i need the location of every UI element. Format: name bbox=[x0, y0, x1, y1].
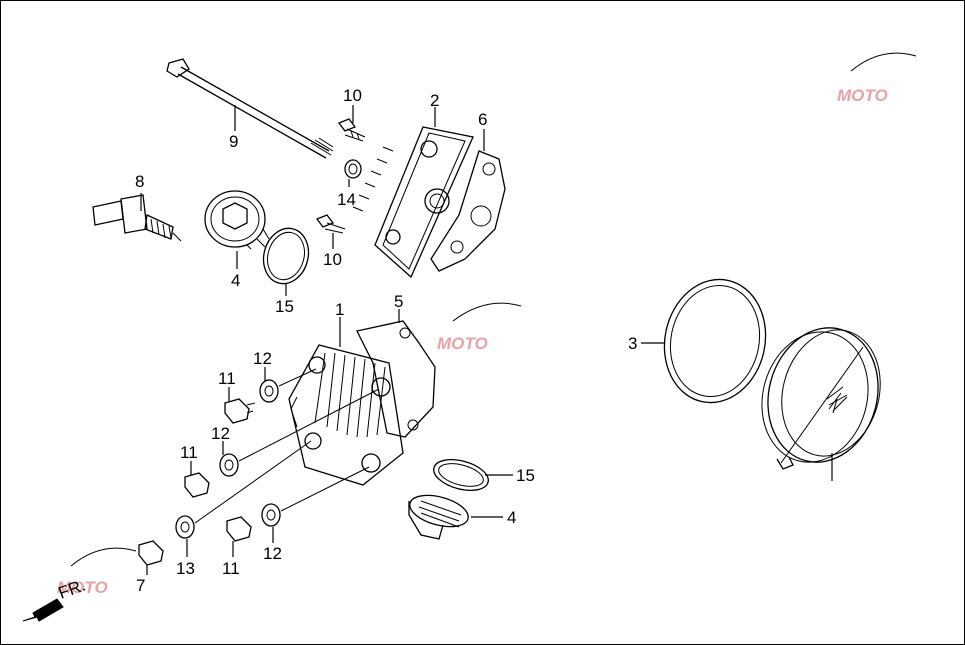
watermark-bottom-left: MOTO bbox=[57, 547, 137, 597]
callout-12c: 12 bbox=[263, 544, 282, 563]
part-cam-plate bbox=[352, 126, 474, 279]
part-bolt-11a bbox=[224, 398, 256, 424]
part-bolt-11b bbox=[184, 472, 210, 498]
part-bolt-10-mid bbox=[315, 214, 346, 234]
assembly-line bbox=[280, 466, 370, 512]
watermark-text: MOTO bbox=[837, 86, 888, 105]
callout-12a: 12 bbox=[253, 349, 272, 368]
part-washer-12b bbox=[219, 453, 239, 477]
assembly-line bbox=[194, 440, 312, 524]
part-gasket-5 bbox=[356, 320, 436, 438]
part-spark-plug bbox=[92, 194, 182, 242]
watermark-text: MOTO bbox=[57, 578, 108, 597]
part-large-o-ring bbox=[663, 278, 767, 404]
part-washer-12a bbox=[259, 379, 279, 403]
callout-2: 2 bbox=[430, 91, 439, 110]
callout-4b: 4 bbox=[507, 508, 516, 527]
watermark-center: MOTO bbox=[437, 302, 522, 353]
assembly-line bbox=[238, 388, 380, 462]
callout-11b: 11 bbox=[180, 443, 198, 462]
callout-10b: 10 bbox=[323, 250, 342, 269]
part-washer-14 bbox=[344, 159, 362, 179]
part-bolt-11d bbox=[226, 516, 252, 542]
callout-9: 9 bbox=[229, 132, 238, 151]
part-inspection-plug-top bbox=[204, 190, 270, 250]
callout-15a: 15 bbox=[275, 297, 294, 316]
callout-5: 5 bbox=[394, 292, 403, 311]
callout-15b: 15 bbox=[516, 466, 535, 485]
callout-11c: 11 bbox=[222, 559, 240, 578]
callout-11d: 7 bbox=[136, 576, 145, 595]
callout-6: 6 bbox=[478, 110, 487, 129]
callout-14: 14 bbox=[337, 190, 356, 209]
part-plug-lower bbox=[408, 494, 469, 540]
part-stud-bolt bbox=[166, 58, 334, 159]
callout-4a: 4 bbox=[231, 271, 240, 290]
part-o-ring-top bbox=[262, 227, 310, 285]
callout-11a: 11 bbox=[218, 369, 236, 388]
part-gasket-6 bbox=[430, 150, 506, 272]
callout-10a: 10 bbox=[343, 86, 362, 105]
callout-8: 8 bbox=[135, 172, 144, 191]
part-bolt-10-top bbox=[337, 118, 366, 142]
callout-13: 13 bbox=[176, 559, 195, 578]
callout-12b: 12 bbox=[211, 424, 230, 443]
part-head-cover bbox=[288, 344, 404, 486]
part-side-cover bbox=[761, 327, 881, 470]
assembly-line bbox=[278, 368, 317, 387]
watermark-text: MOTO bbox=[437, 334, 488, 353]
arrow-icon bbox=[22, 598, 64, 622]
part-washer-13 bbox=[175, 515, 195, 539]
callout-1: 1 bbox=[335, 300, 344, 319]
part-washer-12c bbox=[261, 503, 281, 527]
part-bolt-11c bbox=[138, 540, 164, 566]
front-direction-indicator: FR. bbox=[22, 576, 88, 622]
part-o-ring-lower bbox=[433, 459, 489, 491]
watermark-top-right: MOTO bbox=[837, 52, 917, 105]
callout-7: 3 bbox=[628, 334, 637, 353]
